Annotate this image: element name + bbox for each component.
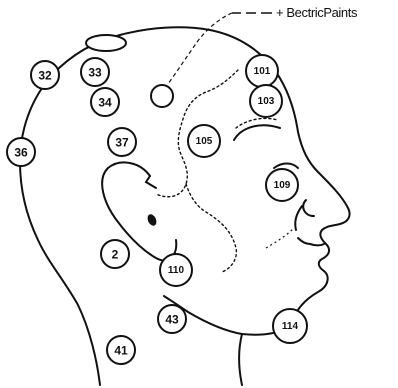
- acupoint-label: 43: [165, 313, 179, 327]
- acupoint-label: 32: [38, 69, 52, 83]
- acupoint-label: 105: [196, 136, 213, 147]
- cheek-dash-line: [266, 228, 294, 248]
- acupoint-label: 34: [98, 96, 112, 110]
- nose-details: [295, 200, 324, 246]
- acupoint-label: 110: [168, 265, 185, 276]
- acupoint-114: 114: [273, 309, 307, 343]
- nasolabial-fold: [295, 206, 302, 230]
- electric-point: [151, 85, 173, 107]
- legend-leader-line: [168, 13, 232, 84]
- ear-notch: [146, 176, 156, 188]
- acupoint-43: 43: [158, 305, 186, 333]
- acupoint-36: 36: [7, 138, 35, 166]
- acupoint-label: 36: [14, 146, 28, 160]
- legend: + BectricPaints: [232, 5, 358, 20]
- acupoint-37: 37: [108, 128, 136, 156]
- acupoint-2: 2: [101, 240, 129, 268]
- acupoint-label: 109: [274, 180, 291, 191]
- acupoint-label: 114: [282, 321, 299, 332]
- legend-label: + BectricPaints: [276, 5, 358, 20]
- neck-front-line: [239, 334, 242, 385]
- eyebrow: [234, 125, 280, 140]
- acupoint-label: 33: [88, 66, 102, 80]
- cheek-dashes: [266, 228, 294, 248]
- acupoint-101: 101: [246, 55, 278, 87]
- lip-line: [310, 244, 324, 246]
- jaw-channel: [186, 184, 236, 272]
- acupoint-label: 41: [114, 344, 128, 358]
- acupoint-103: 103: [250, 85, 282, 117]
- acupoint-label: 103: [258, 96, 275, 107]
- acupoint-label: 2: [112, 248, 119, 262]
- acupoint-label: 37: [115, 136, 129, 150]
- acupoint-110: 110: [160, 254, 192, 286]
- acupoint-34: 34: [91, 88, 119, 116]
- acupoint-33: 33: [81, 58, 109, 86]
- acupoint-32: 32: [31, 61, 59, 89]
- eye-area: [234, 125, 298, 168]
- eyelid: [274, 164, 298, 169]
- ear-canal: [146, 213, 158, 227]
- mouth-corner: [298, 238, 310, 244]
- acupoint-109: 109: [266, 169, 298, 201]
- acupoint-105: 105: [188, 125, 220, 157]
- crown-band: [86, 35, 126, 51]
- nostril: [303, 200, 314, 216]
- acupoint-label: 101: [254, 66, 271, 77]
- acupoint-41: 41: [107, 336, 135, 364]
